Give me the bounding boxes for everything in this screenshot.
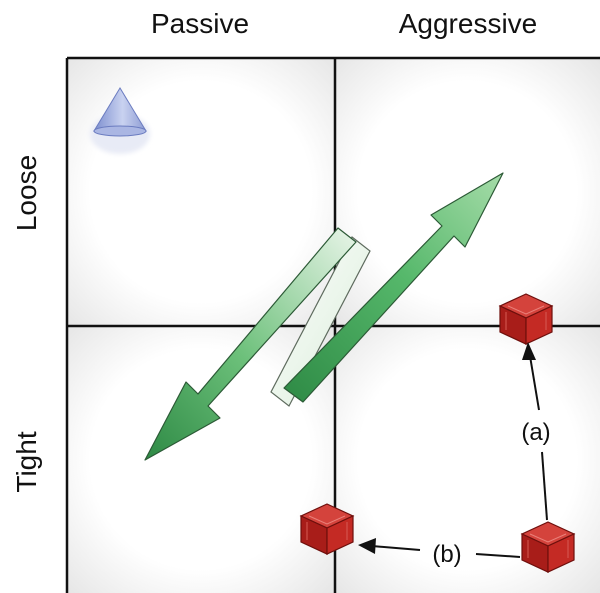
arrow-bar-light — [270, 236, 371, 407]
row-label-tight: Tight — [11, 431, 42, 492]
arrow-up-right — [283, 172, 504, 403]
cell-aggressive-loose — [335, 58, 600, 326]
cone-icon — [90, 87, 150, 154]
connector-b — [358, 538, 521, 558]
quadrant-grid — [65, 56, 600, 593]
annotation-b: (b) — [432, 541, 461, 568]
connector-a — [522, 342, 548, 521]
column-label-aggressive: Aggressive — [399, 8, 538, 39]
row-label-loose: Loose — [11, 155, 42, 231]
annotation-a: (a) — [521, 419, 550, 446]
arrow-down-left — [144, 227, 357, 461]
column-label-passive: Passive — [151, 8, 249, 39]
